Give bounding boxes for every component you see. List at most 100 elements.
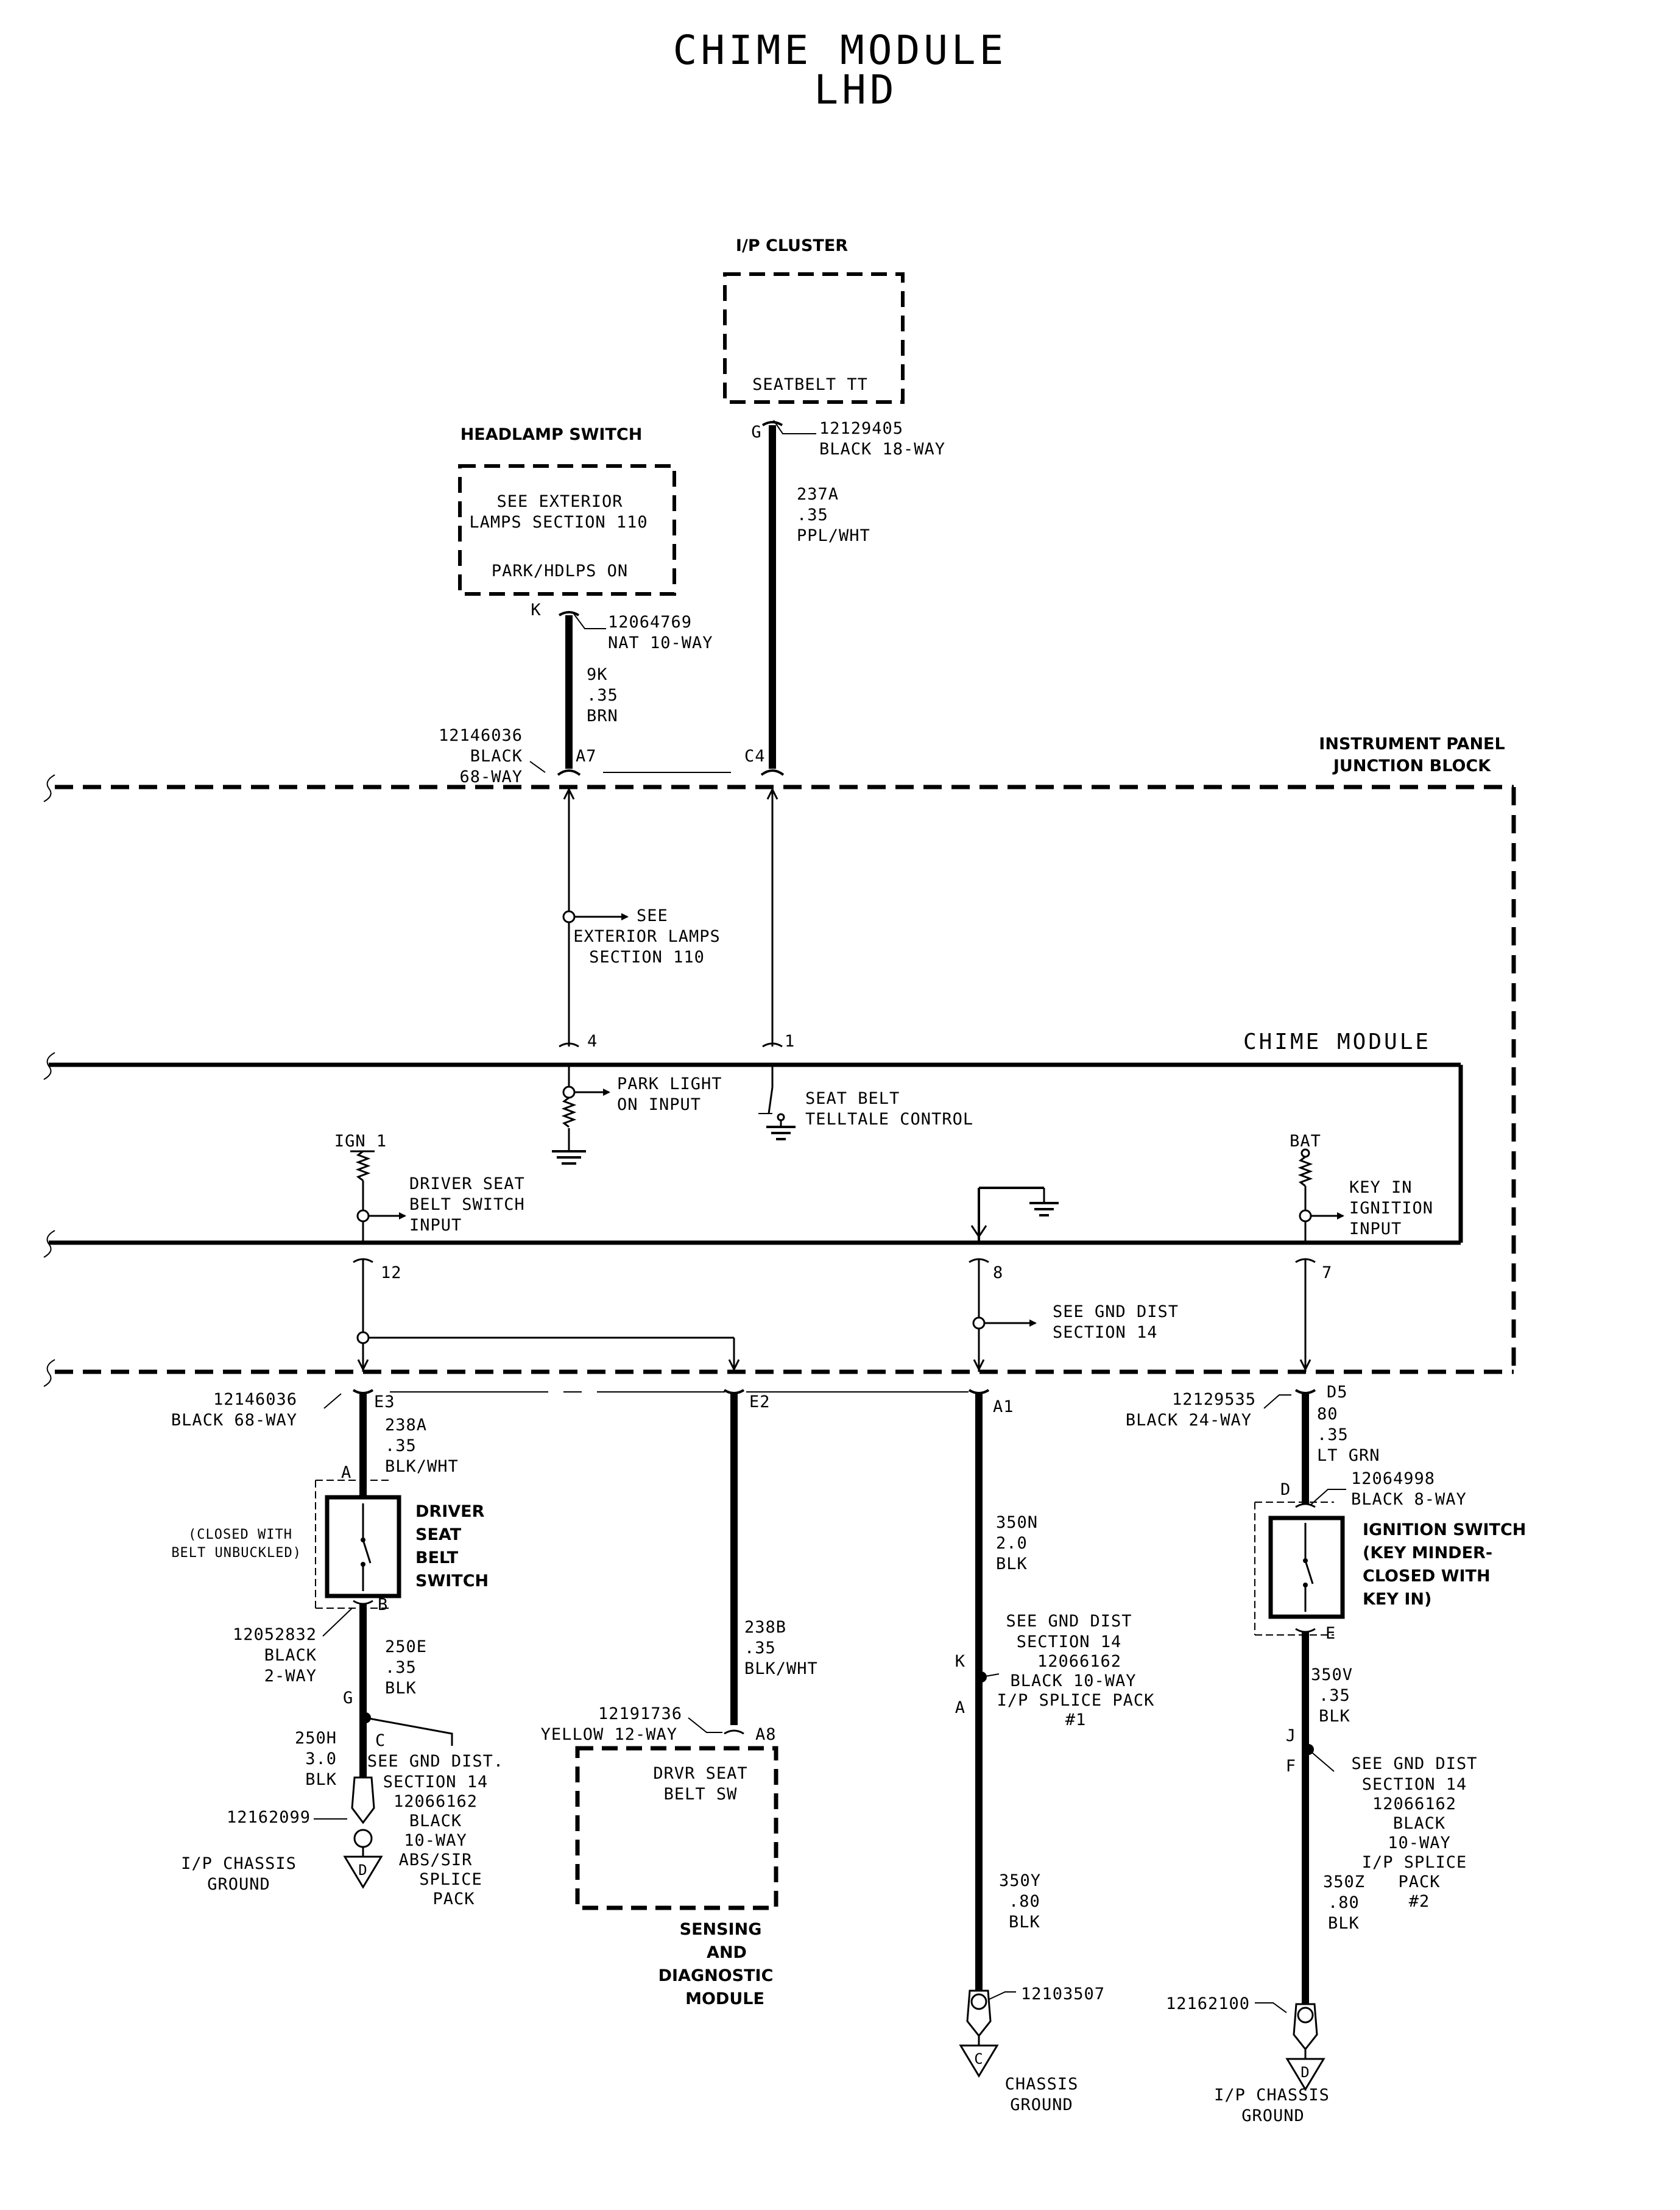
- sdm-label-3: DIAGNOSTIC: [658, 1966, 774, 1985]
- driver-ground-letter: D: [358, 1862, 367, 1879]
- ipjb-pin-c4: C4: [744, 747, 766, 766]
- headlamp-switch: HEADLAMP SWITCH SEE EXTERIOR LAMPS SECTI…: [458, 425, 713, 725]
- wire-237a-color: PPL/WHT: [797, 526, 870, 545]
- gnd-pin-a: A: [955, 1698, 965, 1717]
- wire-250h-circuit: 250H: [295, 1729, 337, 1748]
- wire-350v-color: BLK: [1319, 1707, 1350, 1726]
- headlamp-switch-box: [458, 464, 676, 596]
- driver-ground-lug-icon: [351, 1776, 375, 1824]
- driver-splice-4: BLACK: [409, 1812, 462, 1830]
- driver-input-1: DRIVER SEAT: [409, 1174, 525, 1193]
- headlamp-switch-heading: HEADLAMP SWITCH: [461, 425, 643, 444]
- ign-splice-1: SEE GND DIST: [1351, 1754, 1477, 1773]
- driver-ground-part: 12162099: [227, 1808, 311, 1827]
- gnd-splice-5: I/P SPLICE PACK: [997, 1691, 1155, 1710]
- seat-belt-1: SEAT BELT: [805, 1089, 900, 1108]
- chime-module-box: [43, 1052, 1463, 1258]
- wire-250h-gauge: 3.0: [305, 1749, 337, 1768]
- gnd-splice-4: BLACK 10-WAY: [1010, 1672, 1136, 1690]
- driver-splice-7: SPLICE: [419, 1870, 482, 1889]
- driver-switch-note-1: (CLOSED WITH: [188, 1527, 292, 1542]
- ipjb-box: [43, 774, 1516, 1387]
- exterior-ref-3: SECTION 110: [589, 948, 705, 967]
- ipjb-pin-d5: D5: [1327, 1383, 1348, 1402]
- ip-cluster: I/P CLUSTER SEATBELT TT G 12129405 BLACK…: [723, 236, 945, 545]
- wire-350z-color: BLK: [1328, 1914, 1360, 1933]
- chassis-ground-letter: C: [974, 2050, 983, 2067]
- headlamp-switch-inner-2: LAMPS SECTION 110: [469, 513, 648, 532]
- wire-350v-circuit: 350V: [1311, 1665, 1353, 1684]
- driver-connector-part: 12052832: [233, 1625, 317, 1644]
- ign-splice-7: PACK: [1398, 1873, 1440, 1891]
- wire-80-circuit: 80: [1317, 1405, 1338, 1424]
- ign-pin-f: F: [1286, 1757, 1296, 1776]
- driver-ground-icon: [343, 1855, 383, 1889]
- ign-splice-6: I/P SPLICE: [1362, 1853, 1467, 1872]
- driver-switch-label-3: BELT: [415, 1548, 459, 1567]
- chime-pin-1: 1: [785, 1032, 795, 1051]
- wire-237a-gauge: .35: [797, 506, 828, 524]
- ipjb-bottom-left-part: 12146036: [213, 1390, 297, 1409]
- ipjb-bottom-right-part: 12129535: [1172, 1390, 1256, 1409]
- gnd-pin-k: K: [955, 1652, 965, 1671]
- ign-pin-d: D: [1280, 1480, 1291, 1499]
- wire-238b-circuit: 238B: [744, 1618, 786, 1637]
- ipjb-top-connector-part: 12146036: [439, 726, 523, 745]
- ipjb-top-connector-color: BLACK: [470, 747, 523, 766]
- ipjb-pin-e2: E2: [749, 1393, 771, 1411]
- ign-1-label: IGN 1: [334, 1132, 387, 1151]
- ign-pin-e: E: [1325, 1624, 1336, 1643]
- driver-switch-note-2: BELT UNBUCKLED): [171, 1545, 302, 1561]
- wire-250e-gauge: .35: [385, 1658, 417, 1677]
- sdm-label-1: SENSING: [680, 1920, 762, 1939]
- ip-cluster-box: [723, 272, 905, 404]
- driver-seat-belt-switch-box: [325, 1495, 401, 1598]
- ipjb-label-2: JUNCTION BLOCK: [1332, 757, 1491, 775]
- ign-ground-letter: D: [1301, 2064, 1310, 2081]
- ipjb-pin-a7: A7: [576, 747, 597, 766]
- wire-9k-color: BRN: [587, 707, 618, 725]
- wire-350z-gauge: .80: [1328, 1893, 1360, 1912]
- driver-switch-label-1: DRIVER: [415, 1502, 485, 1521]
- gnd-splice-6: #1: [1065, 1710, 1087, 1729]
- chime-pin-4: 4: [587, 1032, 598, 1051]
- ignition-switch-box: [1268, 1516, 1345, 1619]
- wire-9k-circuit: 9K: [587, 665, 608, 684]
- wire-238b-gauge: .35: [744, 1639, 776, 1658]
- bat-label: BAT: [1290, 1132, 1321, 1151]
- driver-splice-2: SECTION 14: [383, 1773, 489, 1792]
- ign-switch-label-3: CLOSED WITH: [1363, 1567, 1491, 1586]
- sdm-box-1: DRVR SEAT: [653, 1764, 747, 1783]
- ipjb-bottom-left-type: BLACK 68-WAY: [171, 1411, 297, 1430]
- ign-ground-label-1: I/P CHASSIS: [1214, 2086, 1330, 2105]
- wire-350v-gauge: .35: [1319, 1686, 1350, 1705]
- sdm-connector-type: YELLOW 12-WAY: [541, 1725, 677, 1744]
- driver-splice-3: 12066162: [394, 1792, 478, 1811]
- wire-350z-circuit: 350Z: [1323, 1873, 1365, 1891]
- driver-splice-5: 10-WAY: [404, 1831, 467, 1850]
- ign-connector-part: 12064998: [1351, 1469, 1435, 1488]
- ign-ground-part: 12162100: [1166, 1994, 1250, 2013]
- driver-connector-color: BLACK: [264, 1646, 317, 1665]
- ign-switch-label-1: IGNITION SWITCH: [1363, 1520, 1526, 1539]
- driver-splice-1: SEE GND DIST.: [367, 1752, 504, 1771]
- wire-238a-gauge: .35: [385, 1436, 417, 1455]
- sdm-label-4: MODULE: [685, 1989, 764, 2008]
- gnd-splice-1: SEE GND DIST: [1006, 1612, 1132, 1631]
- ign-ground-icon: [1285, 2058, 1325, 2091]
- ign-splice-4: BLACK: [1393, 1814, 1445, 1833]
- wire-350y-gauge: .80: [1009, 1892, 1040, 1911]
- headlamp-connector-type: NAT 10-WAY: [608, 634, 713, 652]
- driver-switch-label-2: SEAT: [415, 1525, 462, 1544]
- wire-80-gauge: .35: [1317, 1425, 1349, 1444]
- driver-splice-6: ABS/SIR: [399, 1851, 473, 1869]
- title-line2: LHD: [814, 66, 897, 113]
- ign-splice-3: 12066162: [1372, 1795, 1456, 1813]
- ign-splice-2: SECTION 14: [1362, 1775, 1467, 1794]
- key-input-3: INPUT: [1349, 1220, 1402, 1238]
- gnd-ref-1: SEE GND DIST: [1053, 1302, 1179, 1321]
- exterior-ref-2: EXTERIOR LAMPS: [573, 927, 721, 946]
- park-input-2: ON INPUT: [617, 1095, 701, 1114]
